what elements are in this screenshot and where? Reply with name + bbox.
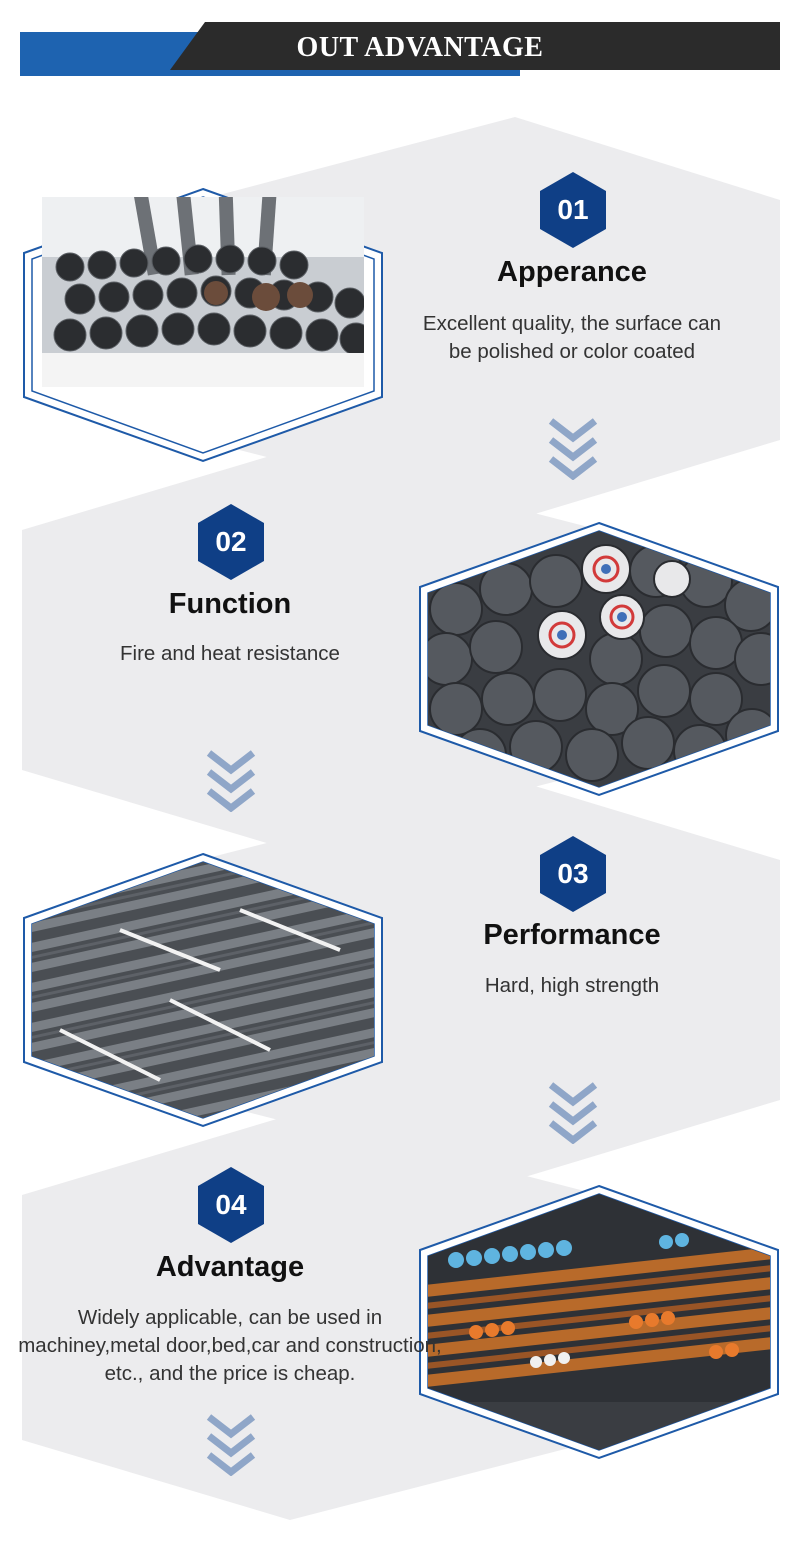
badge-02: 02 (198, 504, 264, 580)
badge-01: 01 (540, 172, 606, 248)
header-banner (20, 22, 780, 76)
section-description: Excellent quality, the surface can be po… (422, 312, 722, 363)
warehouse-steel-bars-image (428, 1194, 770, 1450)
section-title: Advantage (155, 1251, 305, 1283)
section-title: Apperance (497, 256, 647, 288)
badge-number: 02 (215, 526, 247, 557)
badge-03: 03 (540, 836, 606, 912)
steel-bars-stack-image (42, 197, 364, 387)
banner-title: OUT ADVANTAGE (296, 32, 544, 63)
chevron-down-icon (548, 1082, 598, 1144)
section-title: Function (168, 588, 292, 620)
chevron-down-icon (206, 1414, 256, 1476)
photo-frame-02 (416, 519, 782, 799)
badge-number: 04 (215, 1189, 247, 1220)
chevron-down-icon (548, 418, 598, 480)
badge-04: 04 (198, 1167, 264, 1243)
badge-number: 03 (557, 858, 589, 889)
photo-frame-04 (416, 1182, 782, 1462)
section-description: Widely applicable, can be used in machin… (18, 1306, 442, 1385)
photo-frame-01 (20, 185, 386, 465)
badge-number: 01 (557, 194, 589, 225)
section-description: Hard, high strength (484, 974, 660, 997)
chevron-down-icon (206, 750, 256, 812)
section-title: Performance (483, 919, 661, 951)
photo-frame-03 (20, 850, 386, 1130)
section-description: Fire and heat resistance (120, 642, 340, 665)
